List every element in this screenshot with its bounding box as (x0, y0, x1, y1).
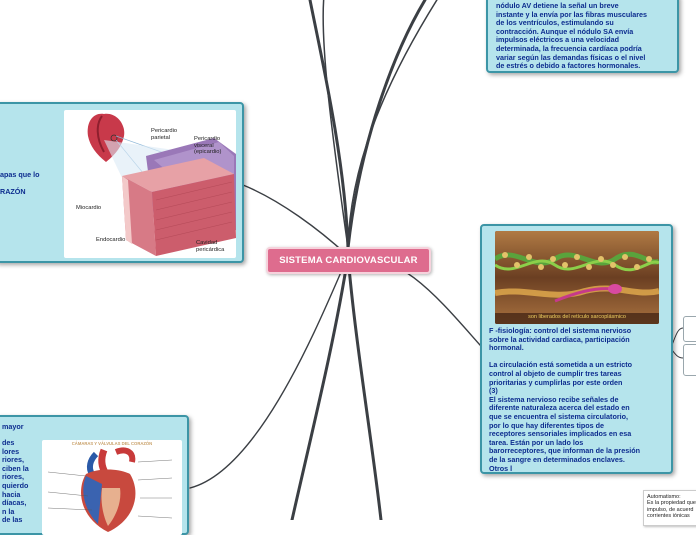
right-edge-node-1[interactable] (683, 316, 696, 342)
label-pericardio-visceral: Pericardio visceral (epicardio) (194, 136, 222, 156)
automatismo-note[interactable]: Automatismo: Es la propiedad que impulso… (643, 490, 696, 526)
heart-chambers-image: CÁMARAS Y VÁLVULAS DEL CORAZÓN (42, 440, 182, 535)
right-node-text: F -fisiología: control del sistema nervi… (489, 326, 640, 473)
bottom-left-text: des lores riores, ciben la riores, quier… (2, 438, 29, 525)
top-right-node[interactable]: nódulo AV detiene la señal un breve inst… (486, 0, 679, 73)
branch-to-bottom-left (189, 255, 349, 489)
branch-bottom (290, 254, 350, 520)
branch-bottom-right (346, 254, 383, 520)
label-miocardio: Miocardio (76, 205, 102, 211)
branch-top-right (346, 0, 427, 250)
muscle-fiber-image: son liberados del retículo sarcoplásmico (495, 231, 659, 324)
muscle-image-caption: son liberados del retículo sarcoplásmico (528, 314, 626, 320)
bottom-left-heading: mayor (2, 422, 24, 431)
bottom-left-node[interactable]: mayor des lores riores, ciben la riores,… (0, 415, 189, 535)
right-node[interactable]: son liberados del retículo sarcoplásmico… (480, 224, 673, 474)
left-node[interactable]: apas que lo RAZÓN Pericardio parietal Pe… (0, 102, 244, 263)
central-topic[interactable]: SISTEMA CARDIOVASCULAR (266, 247, 431, 274)
heart-chambers-title: CÁMARAS Y VÁLVULAS DEL CORAZÓN (71, 441, 153, 446)
branch-top-right-thin (347, 0, 438, 249)
label-cavidad-pericardica: Cavidad pericárdica (196, 240, 225, 253)
top-right-node-text: nódulo AV detiene la señal un breve inst… (496, 1, 648, 71)
branch-to-left-node (242, 184, 349, 257)
label-pericardio-parietal: Pericardio parietal (151, 128, 178, 141)
branch-top-thin (322, 0, 349, 249)
branch-right-2 (671, 349, 684, 359)
label-endocardio: Endocardio (96, 237, 126, 243)
right-edge-node-2[interactable] (683, 344, 696, 376)
branch-top-left (308, 0, 350, 250)
branch-right-1 (671, 327, 684, 346)
left-node-text: apas que lo RAZÓN (0, 170, 40, 197)
layers-of-heart-image: Pericardio parietal Pericardio visceral … (64, 110, 236, 258)
